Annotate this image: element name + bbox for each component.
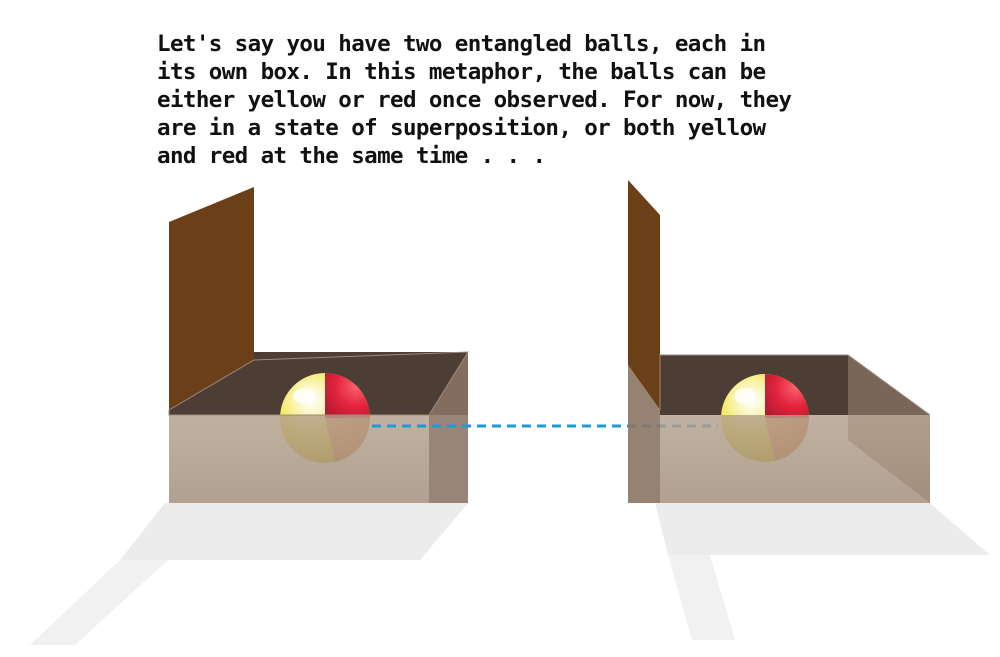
left-box-flap (169, 187, 254, 410)
shadows (30, 503, 990, 645)
caption-line: its own box. In this metaphor, the balls… (157, 59, 766, 85)
caption-line: and red at the same time . . . (157, 143, 546, 169)
left-long-shadow (30, 560, 168, 645)
left-box-shadow (120, 503, 468, 560)
caption-line: either yellow or red once observed. For … (157, 87, 792, 113)
left-box-front (169, 415, 429, 503)
right-box (628, 180, 931, 503)
right-box-shadow (655, 503, 990, 555)
left-box-top-rim (168, 351, 469, 416)
right-box-flap (628, 180, 660, 410)
caption-line: Let's say you have two entangled balls, … (157, 31, 766, 57)
right-box-front (660, 415, 930, 503)
right-box-left-side (628, 365, 660, 503)
right-long-shadow (668, 555, 735, 640)
caption-line: are in a state of superposition, or both… (157, 115, 766, 141)
caption: Let's say you have two entangled balls, … (157, 30, 877, 170)
right-box-rim (659, 354, 931, 416)
left-box (168, 187, 469, 503)
